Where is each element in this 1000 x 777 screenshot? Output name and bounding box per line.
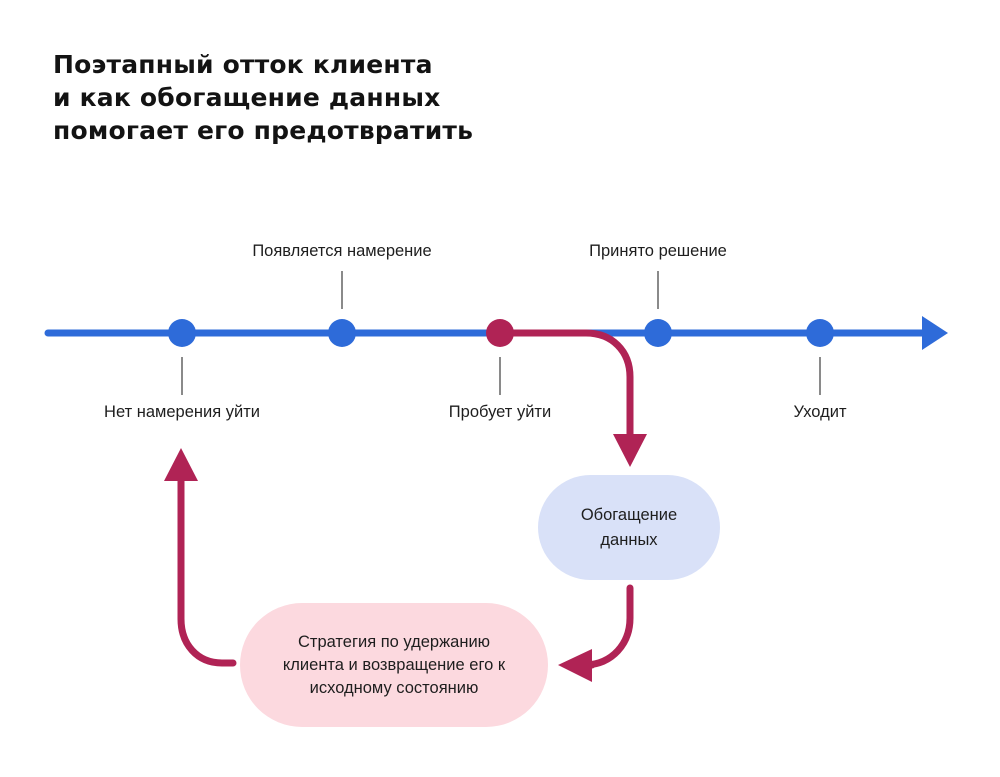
enrichment-pill: Обогащение данных — [538, 475, 720, 580]
stage-label-decision-made: Принято решение — [589, 242, 727, 260]
page-title: Поэтапный отток клиента и как обогащение… — [53, 48, 473, 147]
flow-arrowhead-down-icon — [613, 434, 647, 467]
flow-curve-to-strategy — [585, 584, 634, 669]
flow-curve-to-enrichment — [496, 329, 634, 438]
strategy-pill: Стратегия по удержанию клиента и возвращ… — [240, 603, 548, 727]
enrichment-pill-label: Обогащение данных — [580, 505, 678, 549]
timeline-dot-no-intent — [168, 319, 196, 347]
flow-arrowhead-left-icon — [558, 649, 592, 682]
timeline-dot-tries-to-leave — [486, 319, 514, 347]
timeline-dot-leaves — [806, 319, 834, 347]
timeline-dot-intent-appears — [328, 319, 356, 347]
stage-label-tries-to-leave: Пробует уйти — [448, 403, 552, 421]
stage-label-no-intent: Нет намерения уйти — [104, 403, 260, 421]
page-title-line-2: и как обогащение данных — [53, 83, 441, 112]
timeline-dot-decision-made — [644, 319, 672, 347]
flow-curve-to-start — [177, 477, 237, 667]
timeline-arrowhead-icon — [922, 316, 948, 350]
stage-label-leaves: Уходит — [793, 403, 847, 421]
strategy-pill-label: Стратегия по удержанию клиента и возвращ… — [282, 632, 506, 697]
flow-arrowhead-up-icon — [164, 448, 198, 481]
page-title-line-1: Поэтапный отток клиента — [53, 50, 433, 79]
stage-label-intent-appears: Появляется намерение — [252, 242, 432, 260]
page-title-line-3: помогает его предотвратить — [53, 116, 474, 145]
